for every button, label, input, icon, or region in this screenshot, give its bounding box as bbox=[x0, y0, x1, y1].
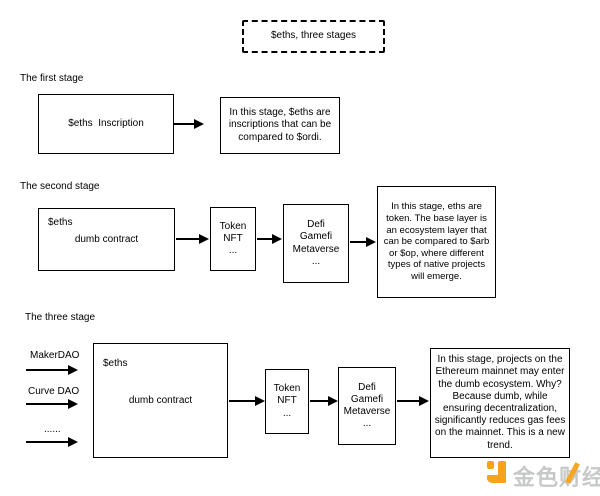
stage3-contract-label: dumb contract bbox=[128, 395, 193, 406]
stage2-result-box: In this stage, eths are token. The base … bbox=[377, 186, 496, 298]
stage1-inscription-box: $eths Inscription bbox=[38, 94, 174, 154]
logo-dot bbox=[487, 461, 494, 469]
arrow bbox=[229, 396, 265, 406]
stage1-result-text: In this stage, $eths are inscriptions th… bbox=[228, 107, 334, 143]
arrow bbox=[350, 237, 376, 247]
arrow bbox=[397, 396, 429, 406]
arrow bbox=[257, 234, 282, 244]
title-label: $eths, three stages bbox=[270, 30, 357, 42]
stage2-token-label: Token NFT ... bbox=[219, 220, 247, 257]
arrow bbox=[26, 365, 78, 375]
stage2-contract-tag: $eths bbox=[48, 217, 73, 228]
stage3-token-box: Token NFT ... bbox=[265, 369, 309, 434]
stage2-contract-box: $eths dumb contract bbox=[38, 208, 175, 271]
title-box: $eths, three stages bbox=[242, 20, 385, 53]
stage3-input-ellipsis: ...... bbox=[44, 424, 61, 435]
stage2-token-box: Token NFT ... bbox=[210, 207, 256, 271]
stage3-defi-box: Defi Gamefi Metaverse ... bbox=[338, 367, 396, 445]
stage2-heading: The second stage bbox=[20, 181, 100, 192]
stage3-input-curvedao: Curve DAO bbox=[28, 386, 80, 397]
arrow bbox=[174, 119, 204, 129]
stage2-contract-label: dumb contract bbox=[74, 234, 139, 245]
stage2-result-text: In this stage, eths are token. The base … bbox=[383, 201, 492, 282]
stage2-defi-label: Defi Gamefi Metaverse ... bbox=[292, 219, 340, 267]
arrow bbox=[26, 437, 78, 447]
stage1-heading: The first stage bbox=[20, 73, 84, 84]
arrow bbox=[176, 234, 209, 244]
stage3-input-makerdao: MakerDAO bbox=[30, 350, 80, 361]
arrow bbox=[310, 396, 338, 406]
arrow bbox=[26, 399, 78, 409]
watermark: 金色财经 bbox=[486, 459, 600, 490]
golden-finance-logo-icon bbox=[487, 461, 506, 483]
watermark-label: 金色财经 bbox=[513, 465, 600, 490]
stage3-defi-label: Defi Gamefi Metaverse ... bbox=[343, 381, 391, 430]
stage3-contract-box: $eths dumb contract bbox=[93, 343, 228, 458]
stage2-defi-box: Defi Gamefi Metaverse ... bbox=[283, 204, 349, 283]
stage1-result-box: In this stage, $eths are inscriptions th… bbox=[220, 97, 340, 154]
stage3-token-label: Token NFT ... bbox=[273, 383, 301, 419]
stage3-result-box: In this stage, projects on the Ethereum … bbox=[430, 348, 570, 458]
logo-bar bbox=[498, 461, 506, 483]
stage3-contract-tag: $eths bbox=[103, 358, 128, 369]
logo-base bbox=[487, 475, 506, 483]
stage3-result-text: In this stage, projects on the Ethereum … bbox=[434, 354, 569, 451]
stage3-heading: The three stage bbox=[25, 312, 96, 323]
stage1-inscription-label: $eths Inscription bbox=[68, 117, 144, 129]
